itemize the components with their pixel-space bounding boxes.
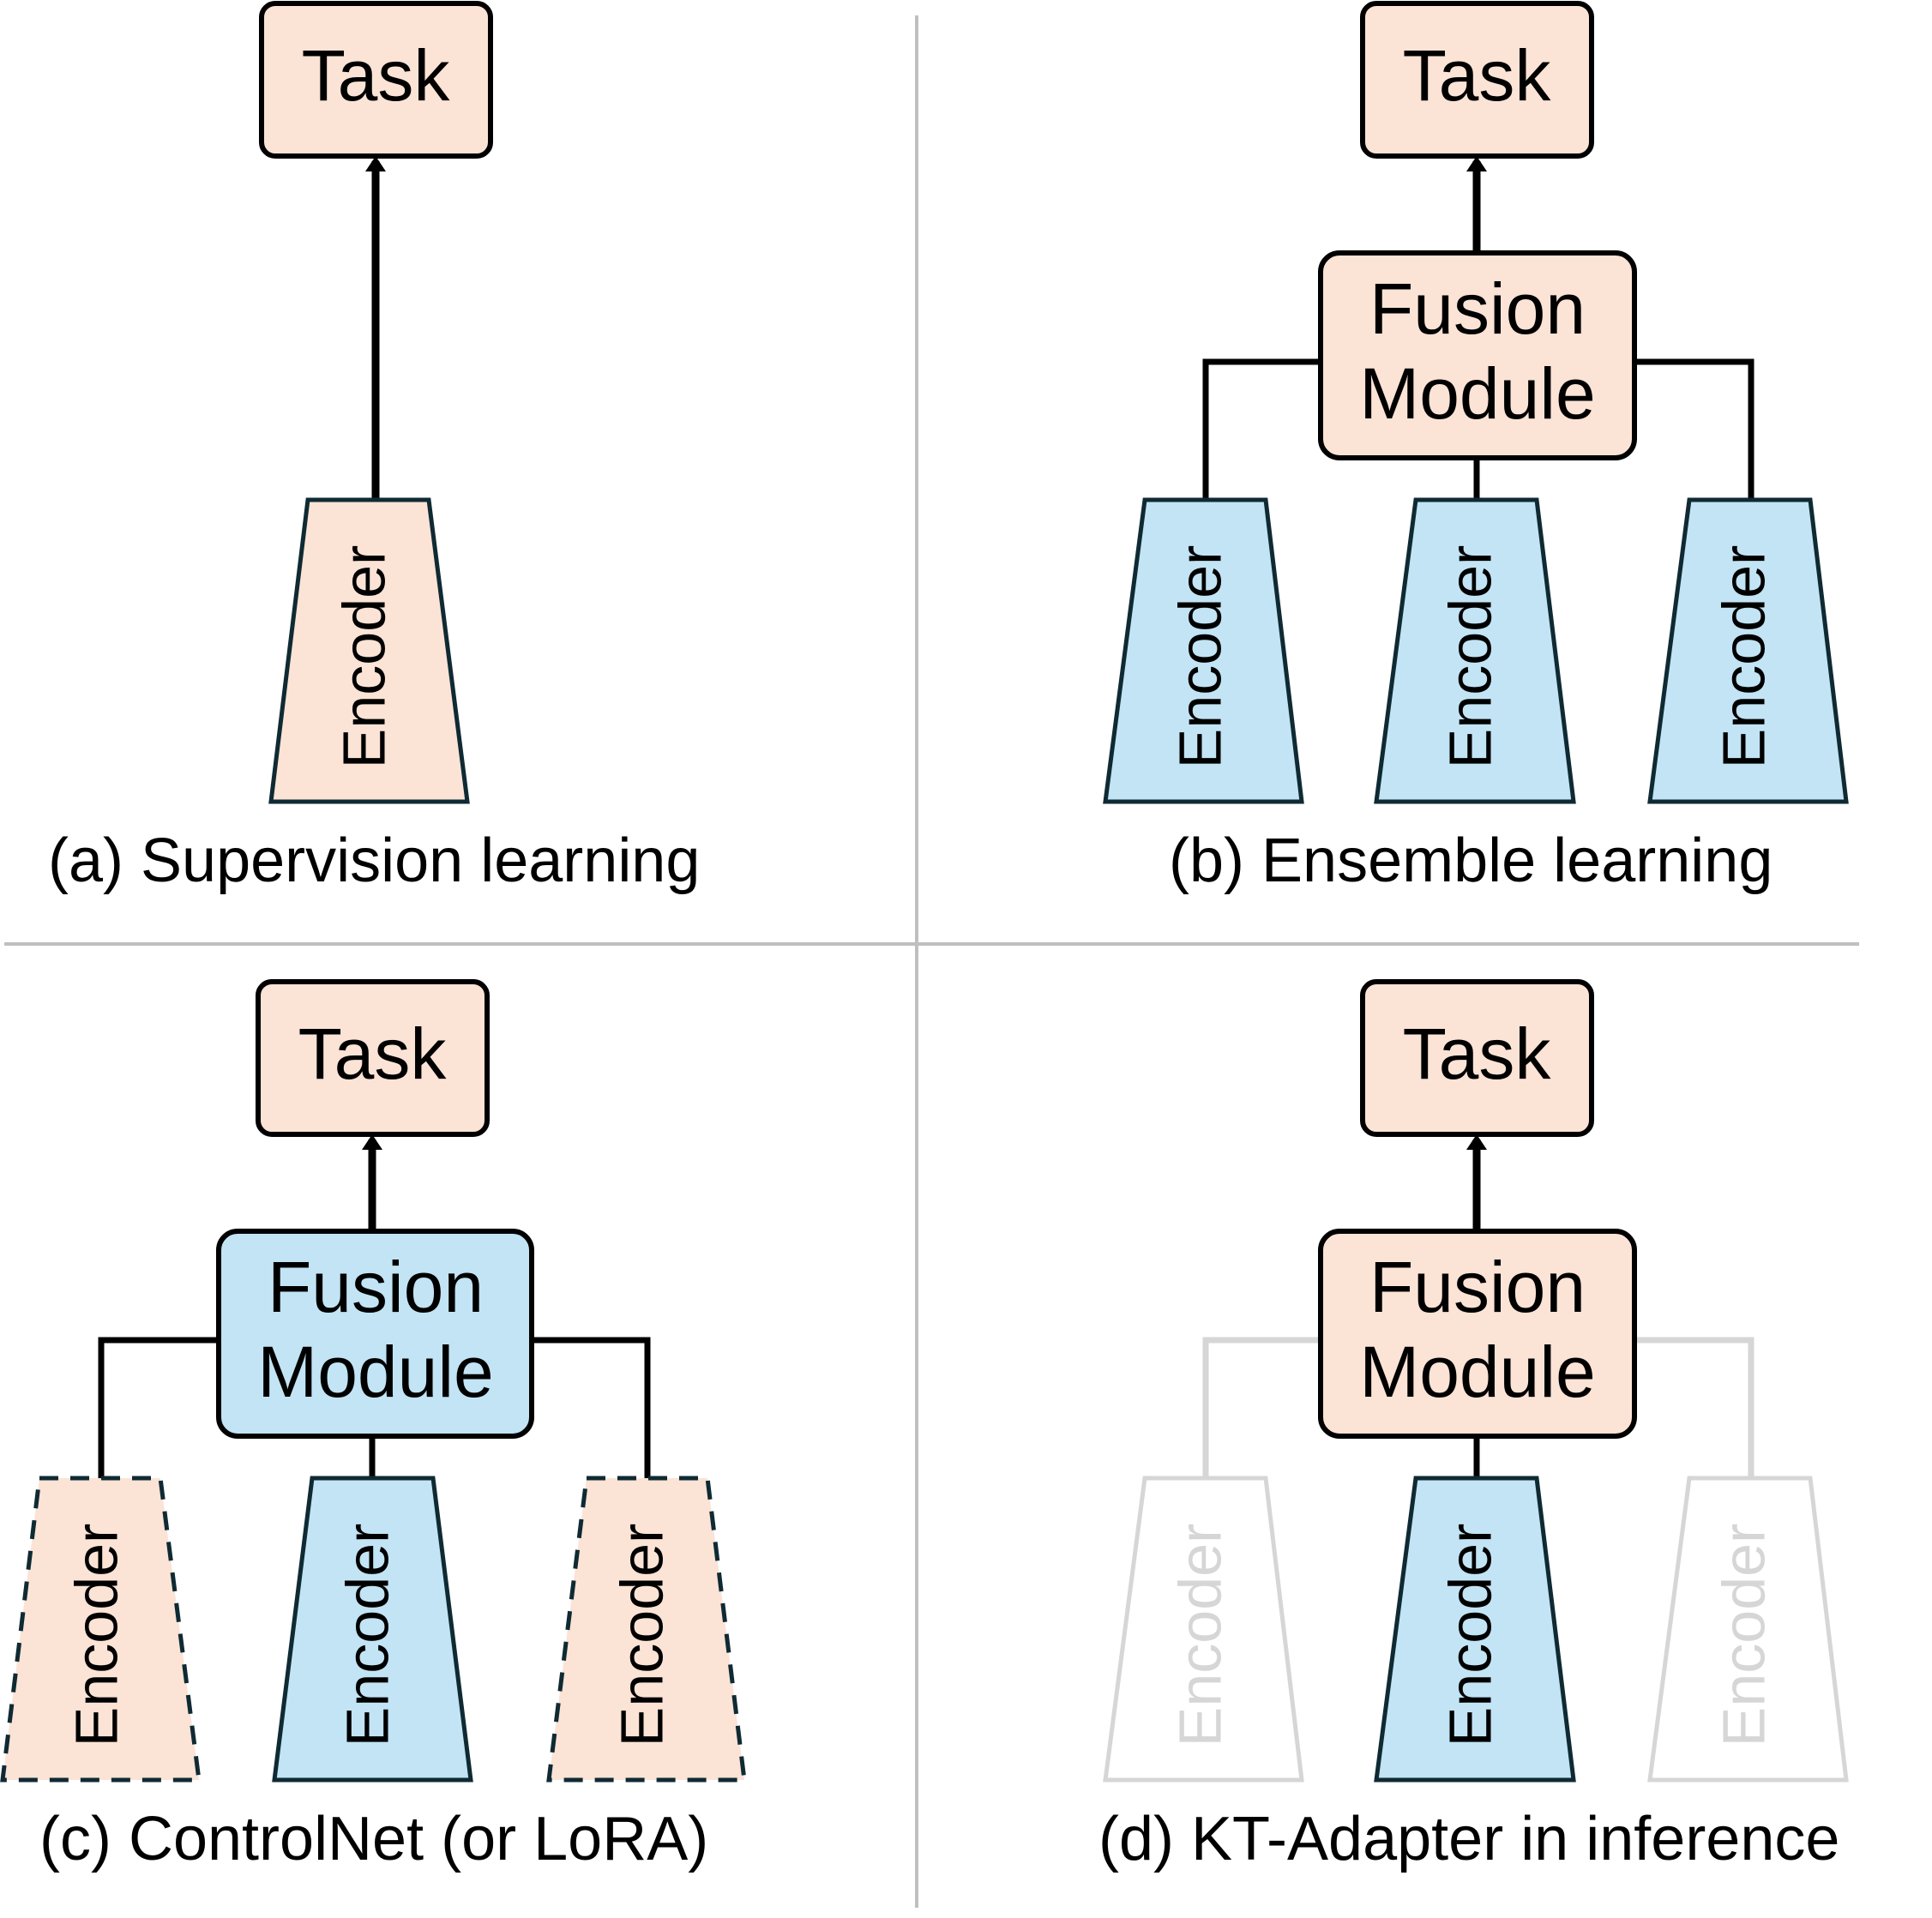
fusion-box-d xyxy=(1318,1229,1637,1439)
arrowhead-c xyxy=(362,1134,382,1150)
encoder-b-3 xyxy=(1647,497,1849,804)
encoder-c-3 xyxy=(546,1476,747,1783)
encoder-label-c-3: Encoder xyxy=(608,1524,675,1747)
task-label-d: Task xyxy=(1403,1013,1552,1094)
arrowhead-a xyxy=(365,156,386,171)
encoder-a xyxy=(268,497,470,804)
encoder-label-b-2: Encoder xyxy=(1436,545,1503,769)
encoder-label-c-1: Encoder xyxy=(63,1524,129,1747)
task-box-b xyxy=(1360,1,1594,159)
connector-d-left xyxy=(1202,1337,1321,1478)
encoder-label-d-3: Encoder xyxy=(1710,1524,1777,1747)
caption-a: (a) Supervision learning xyxy=(48,827,700,895)
encoder-b-2 xyxy=(1374,497,1576,804)
encoder-c-2 xyxy=(272,1476,473,1783)
fusion-box-c xyxy=(216,1229,534,1439)
encoder-b-1 xyxy=(1103,497,1304,804)
encoder-d-3 xyxy=(1647,1476,1849,1783)
fusion-line2-d: Module xyxy=(1359,1332,1596,1412)
panel-c: Task Fusion Module Encoder Encoder Encod… xyxy=(0,979,747,1873)
connector-d-right xyxy=(1634,1337,1754,1478)
connector-c-left xyxy=(98,1337,219,1478)
connector-b-left xyxy=(1202,358,1321,500)
task-box-a xyxy=(259,1,493,159)
encoder-label-b-1: Encoder xyxy=(1166,545,1233,769)
task-label-a: Task xyxy=(302,35,451,116)
task-box-c xyxy=(256,979,490,1137)
fusion-box-b xyxy=(1318,250,1637,460)
encoder-c-1 xyxy=(0,1476,202,1783)
caption-d: (d) KT-Adapter in inference xyxy=(1098,1805,1839,1873)
encoder-label-a: Encoder xyxy=(330,545,397,769)
task-label-b: Task xyxy=(1403,35,1552,116)
encoder-d-2 xyxy=(1374,1476,1576,1783)
arrowhead-d xyxy=(1466,1134,1487,1150)
fusion-line1-c: Fusion xyxy=(268,1247,484,1327)
encoder-d-1 xyxy=(1103,1476,1304,1783)
encoder-label-b-3: Encoder xyxy=(1710,545,1777,769)
connector-c-right xyxy=(532,1337,651,1478)
encoder-label-d-1: Encoder xyxy=(1166,1524,1233,1747)
encoder-label-c-2: Encoder xyxy=(334,1524,400,1747)
fusion-line2-b: Module xyxy=(1359,353,1596,434)
arrowhead-b xyxy=(1466,156,1487,171)
encoder-label-d-2: Encoder xyxy=(1436,1524,1503,1747)
task-label-c: Task xyxy=(298,1013,448,1094)
task-box-d xyxy=(1360,979,1594,1137)
panel-b: Task Fusion Module Encoder Encoder Encod… xyxy=(1103,1,1849,895)
fusion-line1-d: Fusion xyxy=(1369,1247,1586,1327)
panel-d: Task Fusion Module Encoder Encoder Encod… xyxy=(1098,979,1849,1873)
caption-b: (b) Ensemble learning xyxy=(1169,827,1773,895)
panel-a: Task Encoder (a) Supervision learning xyxy=(48,1,700,895)
fusion-line2-c: Module xyxy=(257,1332,494,1412)
fusion-line1-b: Fusion xyxy=(1369,268,1586,349)
connector-b-right xyxy=(1634,358,1754,500)
caption-c: (c) ControlNet (or LoRA) xyxy=(39,1805,708,1873)
